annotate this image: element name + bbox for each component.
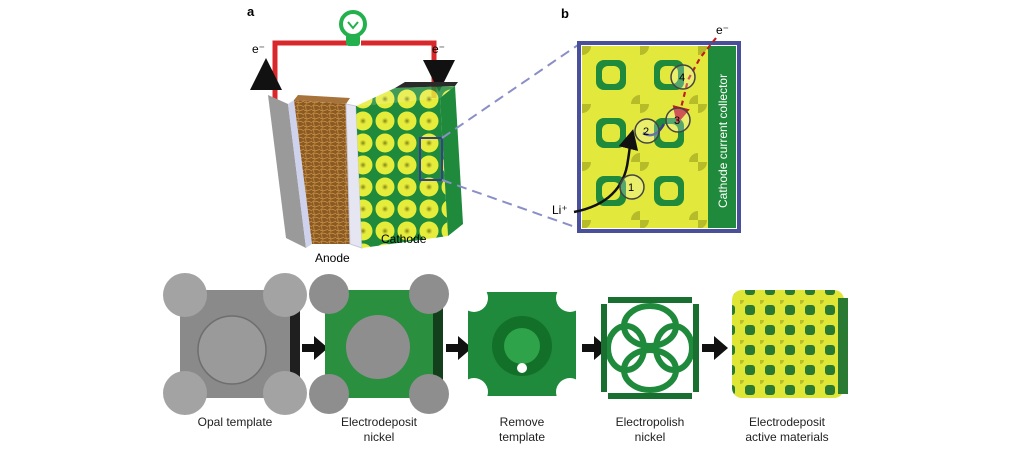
cube-opal-template	[163, 273, 307, 415]
electron-label-right: e⁻	[432, 42, 445, 56]
caption-active-materials: Electrodeposit active materials	[712, 415, 862, 445]
process-arrow-2	[446, 336, 472, 360]
reaction-link	[642, 123, 666, 137]
caption-electropolish-nickel: Electropolish nickel	[575, 415, 725, 445]
caption-line: Remove	[499, 415, 545, 429]
step-marker-4: 4	[670, 64, 696, 90]
step-number: 1	[628, 182, 634, 194]
caption-line: Electrodeposit	[340, 415, 418, 429]
lithium-label: Li⁺	[552, 203, 568, 217]
zoom-electron-label: e⁻	[716, 23, 729, 37]
cathode-collector-strip	[708, 46, 736, 228]
caption-electrodeposit-nickel: Electrodeposit nickel	[304, 415, 454, 445]
anode-label: Anode	[315, 251, 350, 265]
cathode-collector	[395, 82, 463, 236]
caption-line: nickel	[634, 430, 666, 444]
step-marker-2: 2	[634, 118, 660, 144]
anode-collector	[268, 95, 312, 248]
zoom-border	[577, 41, 741, 233]
caption-line: template	[498, 430, 546, 444]
zoom-panel: Cathode current collector	[577, 41, 741, 233]
cube-remove-template	[460, 284, 584, 406]
caption-line: Electropolish	[615, 415, 685, 429]
zoom-line-top	[441, 44, 579, 139]
caption-line: Electrodeposit	[748, 415, 826, 429]
lightbulb-icon	[339, 10, 367, 46]
cathode-label: Cathode	[381, 232, 427, 246]
caption-opal-template: Opal template	[160, 415, 310, 430]
step-marker-1: 1	[619, 174, 645, 200]
cube-electrodeposit-nickel	[309, 274, 449, 414]
lithium-path	[573, 129, 639, 214]
caption-remove-template: Remove template	[447, 415, 597, 445]
step-marker-3: 3	[665, 107, 691, 133]
panel-label-a: a	[247, 4, 255, 19]
cube-electropolish-nickel	[601, 297, 699, 399]
electron-label-left: e⁻	[252, 42, 265, 56]
panel-label-b: b	[561, 6, 569, 21]
process-arrow-3	[582, 336, 608, 360]
anode-block	[294, 95, 350, 244]
process-arrow-1	[302, 336, 328, 360]
collector-label: Cathode current collector	[716, 74, 730, 208]
caption-line: active materials	[745, 430, 829, 444]
caption-line: Opal template	[197, 415, 273, 429]
caption-line: nickel	[363, 430, 395, 444]
cathode-block	[356, 86, 455, 248]
cube-active-materials	[732, 290, 848, 398]
process-arrow-4	[702, 336, 728, 360]
step-number: 2	[643, 126, 649, 138]
zoom-line-bottom	[441, 179, 579, 229]
step-number: 3	[674, 115, 680, 127]
step-number: 4	[679, 72, 685, 84]
zoom-source-box	[419, 137, 443, 181]
